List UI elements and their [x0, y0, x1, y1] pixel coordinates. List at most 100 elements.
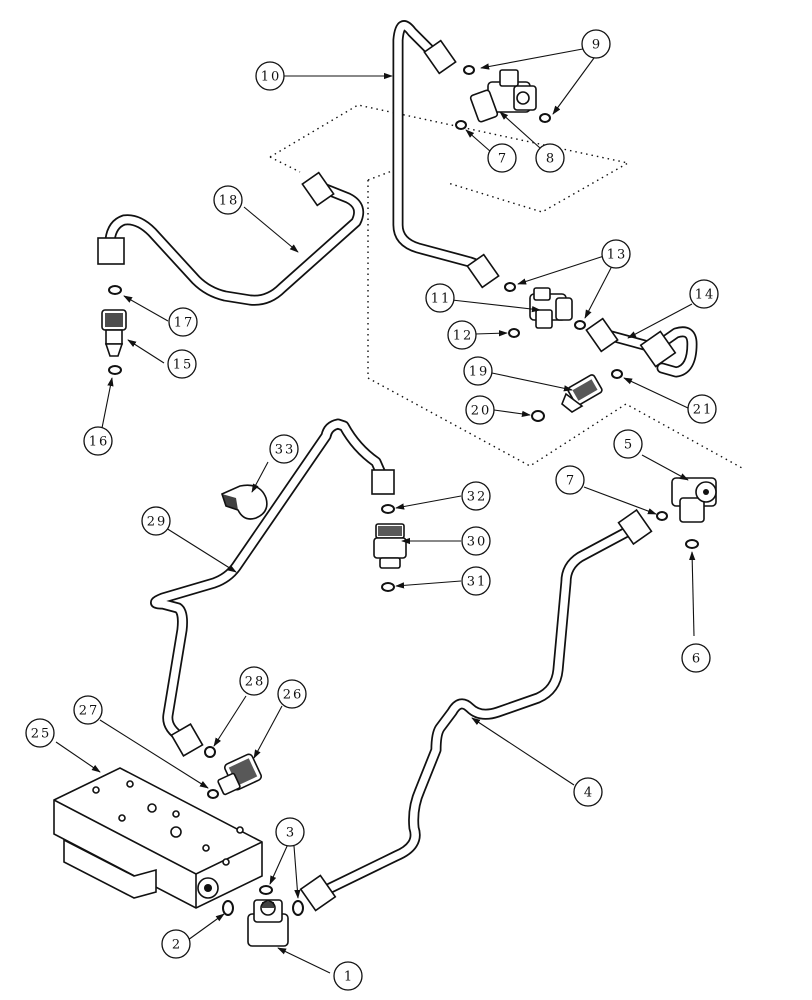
callout-label: 15	[173, 358, 194, 373]
connector-26	[217, 753, 262, 796]
callout-21: 21	[687, 394, 717, 424]
callout-label: 20	[471, 404, 492, 419]
callout-circle	[167, 349, 197, 379]
callout-33: 33	[269, 434, 299, 464]
callout-label: 9	[592, 38, 602, 53]
callout-label: 28	[245, 675, 266, 690]
callout-label: 16	[89, 435, 110, 450]
callout-14: 14	[689, 279, 719, 309]
callout-circle	[83, 426, 113, 456]
callout-circle	[25, 718, 55, 748]
valve-block-25	[53, 767, 263, 909]
callout-label: 4	[584, 786, 594, 801]
callout-circle	[275, 817, 305, 847]
callout-label: 19	[469, 365, 490, 380]
callout-circle	[255, 61, 285, 91]
callout-label: 29	[147, 515, 168, 530]
callout-circle	[487, 143, 517, 173]
callout-circle	[689, 279, 719, 309]
callout-label: 27	[79, 704, 100, 719]
callout-8: 8	[535, 143, 565, 173]
tube-4	[312, 521, 642, 900]
callout-label: 18	[219, 194, 240, 209]
connector-19	[561, 374, 603, 413]
callout-circle	[168, 307, 198, 337]
callout-18: 18	[213, 185, 243, 215]
callout-19: 19	[463, 356, 493, 386]
callout-label: 6	[692, 652, 702, 667]
callout-12: 12	[447, 320, 477, 350]
callout-13: 13	[601, 239, 631, 269]
callout-label: 25	[31, 727, 52, 742]
callout-5: 5	[613, 429, 643, 459]
callout-circle	[269, 434, 299, 464]
callout-label: 13	[607, 248, 628, 263]
callout-label: 21	[693, 403, 714, 418]
callout-6: 6	[681, 643, 711, 673]
callout-11: 11	[425, 283, 455, 313]
callout-circle	[461, 481, 491, 511]
callout-31: 31	[461, 566, 491, 596]
callout-9: 9	[581, 29, 611, 59]
connector-15	[101, 309, 127, 357]
callout-leaders	[55, 47, 696, 974]
callout-7: 7	[487, 143, 517, 173]
callout-circle	[461, 526, 491, 556]
callout-7: 7	[555, 465, 585, 495]
callout-27: 27	[73, 695, 103, 725]
callout-25: 25	[25, 718, 55, 748]
callout-26: 26	[277, 679, 307, 709]
callout-16: 16	[83, 426, 113, 456]
callout-28: 28	[239, 666, 269, 696]
callout-circle	[447, 320, 477, 350]
callout-4: 4	[573, 777, 603, 807]
callout-circle	[581, 29, 611, 59]
callout-15: 15	[167, 349, 197, 379]
callout-circle	[277, 679, 307, 709]
callout-label: 17	[174, 316, 195, 331]
callout-circle	[213, 185, 243, 215]
callout-label: 3	[286, 826, 296, 841]
callout-circle	[465, 395, 495, 425]
callout-label: 5	[624, 438, 634, 453]
tube-29	[150, 418, 389, 744]
callout-1: 1	[333, 961, 363, 991]
callout-30: 30	[461, 526, 491, 556]
callout-label: 7	[498, 152, 508, 167]
callout-circle	[573, 777, 603, 807]
callout-20: 20	[465, 395, 495, 425]
callout-label: 14	[695, 288, 716, 303]
tube-18	[104, 180, 365, 306]
tube-nuts	[97, 39, 677, 912]
callout-3: 3	[275, 817, 305, 847]
elbow-5	[671, 477, 717, 523]
fitting-tee-11	[529, 287, 573, 329]
callout-label: 10	[261, 70, 282, 85]
fitting-tee-8	[469, 69, 537, 123]
callout-circle	[461, 566, 491, 596]
callout-label: 7	[566, 474, 576, 489]
callout-10: 10	[255, 61, 285, 91]
callout-label: 33	[275, 443, 296, 458]
callout-label: 26	[283, 688, 304, 703]
callout-circle	[73, 695, 103, 725]
callout-label: 12	[453, 329, 474, 344]
callout-circle	[687, 394, 717, 424]
callout-circle	[141, 506, 171, 536]
callout-circle	[613, 429, 643, 459]
callout-29: 29	[141, 506, 171, 536]
callout-label: 2	[172, 938, 182, 953]
callout-label: 1	[344, 970, 354, 985]
clip-33	[221, 484, 268, 520]
callout-32: 32	[461, 481, 491, 511]
connector-30	[373, 523, 407, 569]
elbow-1	[247, 899, 289, 947]
callout-circle	[535, 143, 565, 173]
callout-circle	[463, 356, 493, 386]
callout-label: 32	[467, 490, 488, 505]
callout-circle	[681, 643, 711, 673]
callout-2: 2	[161, 929, 191, 959]
